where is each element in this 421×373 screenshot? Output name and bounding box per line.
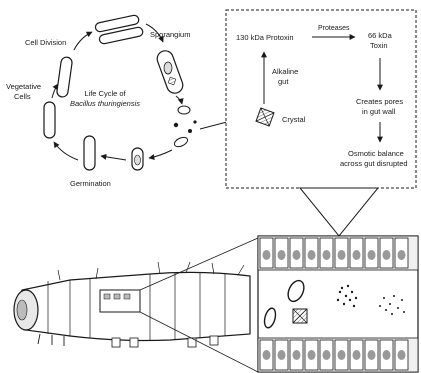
crystal-dot xyxy=(174,123,178,127)
proteases-label: Proteases xyxy=(318,25,350,32)
gut-cross-section xyxy=(258,236,418,372)
vegetative-cell xyxy=(56,56,72,97)
alkaline-label-1: Alkaline xyxy=(272,67,298,76)
spore-icon xyxy=(135,155,141,165)
crystal-icon xyxy=(293,309,307,323)
toxin-label-1: 66 kDa xyxy=(368,31,393,40)
osmotic-label-1: Osmotic balance xyxy=(348,149,404,158)
toxin-label-2: Toxin xyxy=(370,41,388,50)
cycle-arrow xyxy=(176,96,182,104)
germination-cell xyxy=(84,136,95,170)
pores-label-2: in gut wall xyxy=(362,107,396,116)
germination-label: Germination xyxy=(70,179,111,188)
life-cycle-title-2: Bacillus thuringiensis xyxy=(70,99,140,108)
cell-division-label: Cell Division xyxy=(25,38,66,47)
cycle-arrow xyxy=(74,32,92,50)
released-spore xyxy=(178,106,190,114)
life-cycle: Cell Division Sporangium Vegetative Cell… xyxy=(6,15,246,188)
crystal-label: Crystal xyxy=(282,115,306,124)
cycle-arrow xyxy=(149,150,172,158)
protoxin-label: 130 kDa Protoxin xyxy=(236,33,294,42)
alkaline-label-2: gut xyxy=(278,77,289,86)
zoom-connector xyxy=(300,188,378,236)
sporangium-label: Sporangium xyxy=(150,30,190,39)
osmotic-label-2: across gut disrupted xyxy=(340,159,408,168)
mechanism-panel: 130 kDa Protoxin Proteases 66 kDa Toxin … xyxy=(226,10,416,188)
crystal-dot xyxy=(188,129,192,133)
cycle-arrow xyxy=(54,142,78,160)
caterpillar-illustration xyxy=(14,238,258,372)
spore-icon xyxy=(164,62,172,74)
cycle-arrow xyxy=(101,156,126,160)
life-cycle-title-1: Life Cycle of xyxy=(84,89,126,98)
vegetative-cell xyxy=(44,102,55,138)
crystal-dot xyxy=(193,120,196,123)
released-spore xyxy=(173,135,189,148)
vegetative-label-2: Cells xyxy=(14,92,31,101)
pores-label-1: Creates pores xyxy=(356,97,403,106)
vegetative-label-1: Vegetative xyxy=(6,82,41,91)
